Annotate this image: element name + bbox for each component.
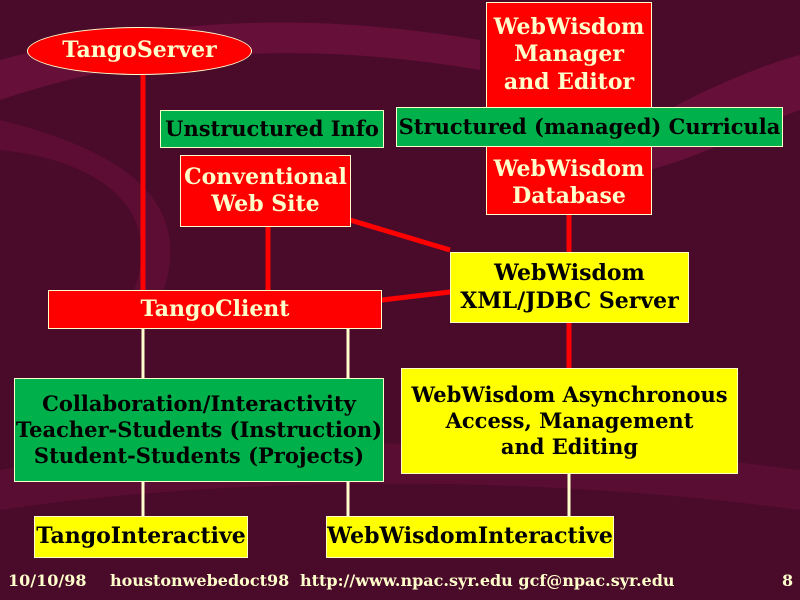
node-webwisdom-database-line1: WebWisdom [493,155,645,182]
connector-website-xml [349,217,451,253]
node-webwisdom-async-line1: WebWisdom Asynchronous [411,381,728,407]
node-conventional-web-site: Conventional Web Site [180,155,351,227]
node-webwisdom-xml-server-line1: WebWisdom [494,260,645,286]
node-webwisdom-xml-server-line2: XML/JDBC Server [460,287,679,314]
footer-contact: http://www.npac.syr.edu gcf@npac.syr.edu [300,571,675,590]
node-structured-curricula-label: Structured (managed) Curricula [398,113,781,139]
node-tango-server: TangoServer [27,27,252,75]
node-structured-curricula: Structured (managed) Curricula [396,107,783,147]
node-conventional-web-site-line1: Conventional [184,163,347,190]
footer-page-number: 8 [782,571,794,590]
footer-file: houstonwebedoct98 [110,571,290,590]
node-webwisdom-async: WebWisdom Asynchronous Access, Managemen… [401,368,738,474]
node-webwisdom-xml-server: WebWisdom XML/JDBC Server [450,252,689,323]
node-tango-client: TangoClient [48,290,382,329]
node-conventional-web-site-line2: Web Site [211,191,320,217]
node-collaboration-line3: Student-Students (Projects) [33,443,365,469]
node-collaboration-line2: Teacher-Students (Instruction) [15,416,383,442]
node-webwisdom-manager: WebWisdom Manager and Editor [486,2,652,108]
node-collaboration: Collaboration/Interactivity Teacher-Stud… [14,378,384,482]
node-webwisdom-interactive: WebWisdomInteractive [326,516,614,558]
node-tango-server-label: TangoServer [62,37,217,64]
connector-client-xml [381,289,451,303]
node-tango-interactive-label: TangoInteractive [36,523,246,550]
node-webwisdom-async-line3: and Editing [500,434,639,460]
node-unstructured-info: Unstructured Info [160,110,384,148]
node-webwisdom-manager-line2: Manager [514,41,624,68]
node-tango-client-label: TangoClient [140,295,290,322]
node-webwisdom-interactive-label: WebWisdomInteractive [327,523,613,550]
node-webwisdom-database: WebWisdom Database [486,145,652,215]
node-tango-interactive: TangoInteractive [34,516,248,558]
node-webwisdom-async-line2: Access, Management [445,407,694,433]
node-webwisdom-manager-line1: WebWisdom [493,13,645,40]
node-unstructured-info-label: Unstructured Info [165,115,379,141]
footer-date: 10/10/98 [8,571,87,590]
node-webwisdom-manager-line3: and Editor [503,68,635,95]
node-webwisdom-database-line2: Database [512,183,626,209]
node-collaboration-line1: Collaboration/Interactivity [42,390,356,416]
